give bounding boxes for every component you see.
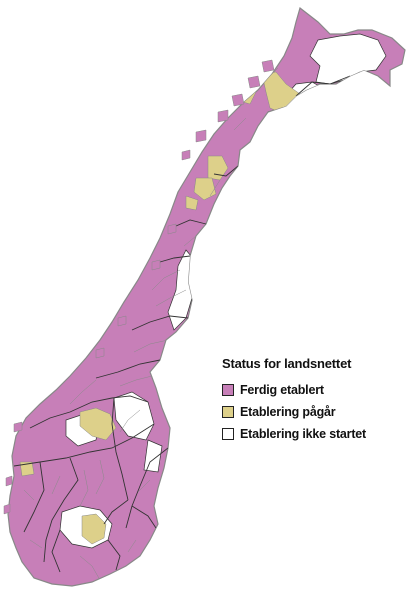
legend-item-pagar: Etablering pågår [222, 403, 407, 421]
legend: Status for landsnettet Ferdig etablert E… [222, 356, 407, 447]
legend-label-ikke: Etablering ikke startet [240, 427, 367, 441]
legend-swatch-ferdig [222, 384, 234, 396]
legend-title: Status for landsnettet [222, 356, 352, 371]
county-borders [13, 75, 351, 573]
norway-landmass [7, 6, 406, 587]
municipal-borders [23, 67, 279, 581]
coastal-islands [3, 59, 275, 515]
legend-label-ferdig: Ferdig etablert [240, 383, 324, 397]
legend-swatch-ikke [222, 428, 234, 440]
legend-item-ikke: Etablering ikke startet [222, 425, 407, 443]
legend-swatch-pagar [222, 406, 234, 418]
legend-label-pagar: Etablering pågår [240, 405, 336, 419]
legend-item-ferdig: Ferdig etablert [222, 381, 407, 399]
